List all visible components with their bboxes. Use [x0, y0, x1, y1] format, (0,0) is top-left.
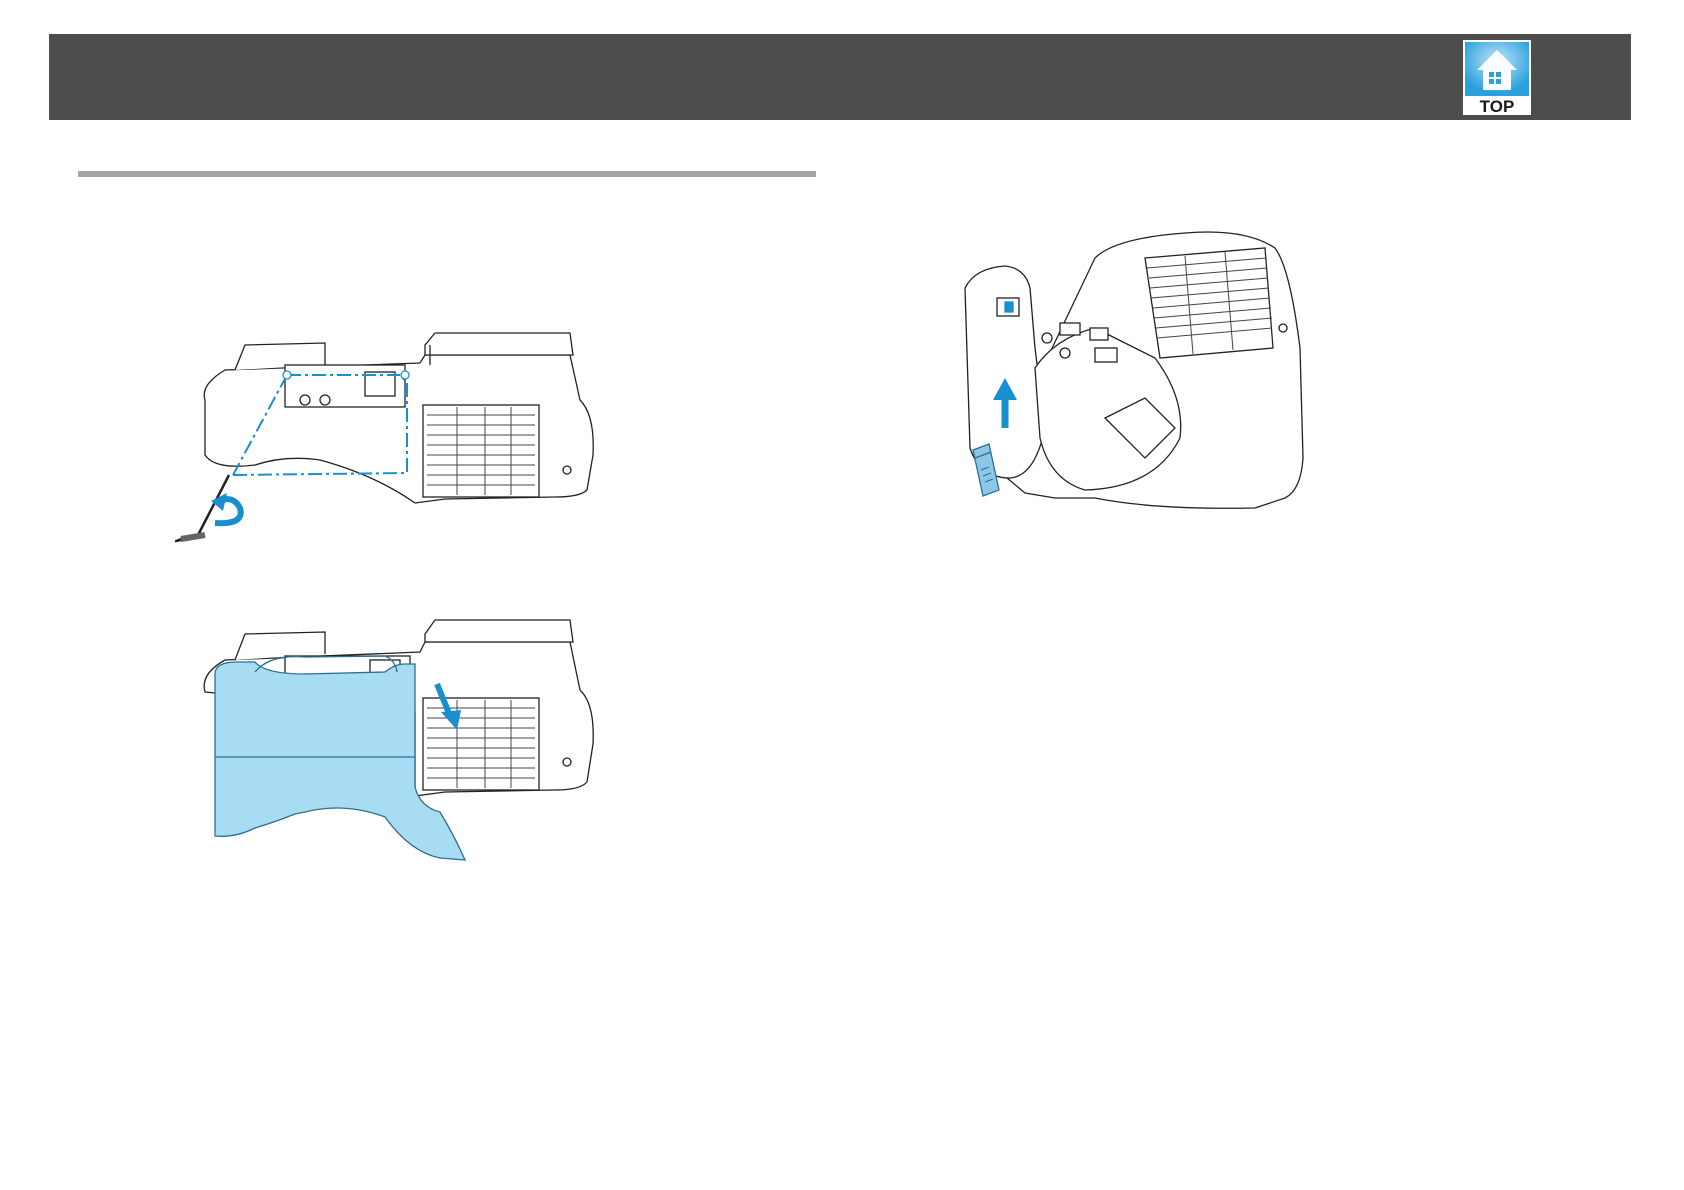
top-button[interactable]: TOP: [1463, 40, 1531, 115]
section-rule: [78, 171, 816, 177]
projector-wireless-module-illustration: [955, 228, 1415, 538]
projector-screwdriver-illustration: [175, 325, 620, 547]
top-button-label: TOP: [1480, 97, 1515, 115]
projector-cable-cover-illustration: [175, 612, 620, 868]
house-icon: TOP: [1463, 40, 1531, 115]
header-bar: [49, 34, 1631, 120]
